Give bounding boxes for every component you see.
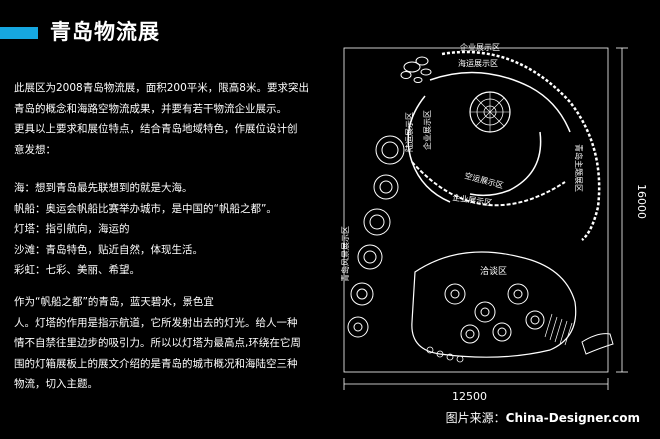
watermark-prefix: 图片来源： — [445, 411, 506, 425]
zone-enterprise-left: 企业展示区 — [422, 110, 432, 150]
text-line: 意发想： — [14, 143, 56, 156]
image-source-watermark: 图片来源：China-Designer.com — [446, 409, 640, 426]
watermark-source: China-Designer.com — [505, 411, 640, 425]
negotiation-tables — [444, 283, 545, 344]
design-summary: 作为“帆船之都”的青岛，蓝天碧水，景色宜人。灯塔的作用是指示航道，它所发射出去的… — [14, 292, 301, 395]
pebble-path — [426, 346, 464, 363]
beach-lines — [544, 313, 573, 346]
scenic-pods — [347, 135, 405, 338]
zone-negotiation: 洽谈区 — [480, 265, 507, 277]
description-intro: 此展区为2008青岛物流展，面积200平米，限高8米。要求突出青岛的概念和海路空… — [14, 78, 309, 160]
air-zone-wall — [469, 131, 542, 197]
zone-air: 空运展示区 — [463, 170, 504, 190]
land-zone-wall — [407, 95, 451, 203]
floor-plan-drawing: 企业展示区 海运展示区 陆运展示区 企业展示区 空运展示区 企业展示区 洽谈区 … — [340, 42, 648, 402]
text-line: 此展区为2008青岛物流展，面积200平米，限高8米。要求突出 — [14, 82, 309, 94]
text-line: 沙滩：青岛特色，贴近自然，体现生活。 — [14, 243, 203, 256]
text-line: 围的灯箱展板上的展文介绍的是青岛的城市概况和海陆空三种 — [14, 357, 298, 370]
outer-curved-wall — [441, 50, 601, 241]
inner-curved-wall — [411, 161, 566, 207]
zone-land: 陆运展示区 — [404, 112, 414, 152]
zone-qingdao-scenery: 青岛风景展示区 — [340, 226, 350, 282]
page-title: 青岛物流展 — [50, 20, 160, 44]
design-concepts: 海：想到青岛最先联想到的就是大海。帆船：奥运会帆船比赛举办城市，是中国的“帆船之… — [14, 178, 277, 281]
negotiation-zone-outline — [411, 251, 577, 358]
text-line: 作为“帆船之都”的青岛，蓝天碧水，景色宜 — [14, 296, 214, 308]
text-line: 海：想到青岛最先联想到的就是大海。 — [14, 182, 193, 194]
lighthouse-tower — [469, 91, 511, 133]
text-line: 情不自禁往里边步的吸引力。所以以灯塔为最高点,环绕在它周 — [14, 337, 301, 349]
booth-boundary — [343, 47, 609, 373]
text-line: 彩虹：七彩、美丽、希望。 — [14, 264, 140, 276]
sail-cluster — [400, 56, 432, 83]
floor-plan: 企业展示区 海运展示区 陆运展示区 企业展示区 空运展示区 企业展示区 洽谈区 … — [330, 32, 648, 402]
text-line: 帆船：奥运会帆船比赛举办城市，是中国的“帆船之都”。 — [14, 202, 277, 215]
zone-enterprise-top: 企业展示区 — [460, 42, 500, 52]
text-line: 人。灯塔的作用是指示航道，它所发射出去的灯光。给人一种 — [14, 316, 298, 329]
zone-sea: 海运展示区 — [458, 58, 498, 68]
text-line: 青岛的概念和海路空物流成果，并要有若干物流企业展示。 — [14, 102, 287, 115]
height-dimension-label: 16000 — [635, 184, 648, 219]
text-line: 灯塔：指引航向，海运的 — [14, 223, 130, 235]
zone-qingdao-theme: 青岛主题展区 — [574, 144, 584, 192]
text-line: 物流，切入主题。 — [14, 378, 98, 390]
title-accent-bar — [0, 27, 38, 39]
wave-bench — [581, 333, 614, 355]
width-dimension-label: 12500 — [452, 390, 487, 402]
text-line: 更具以上要求和展位特点，结合青岛地域特色，作展位设计创 — [14, 123, 298, 135]
sea-zone-wall — [429, 71, 571, 133]
